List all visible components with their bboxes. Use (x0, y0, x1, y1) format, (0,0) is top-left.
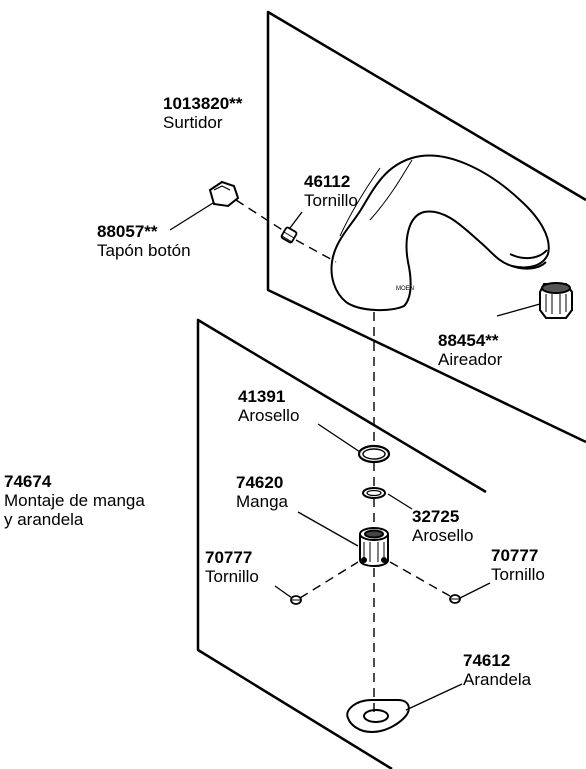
part-name: Tornillo (491, 565, 545, 584)
part-number: 74674 (4, 472, 52, 491)
right-screw-illustration (449, 594, 461, 604)
part-number: 74612 (463, 651, 511, 670)
part-number: 88057** (97, 222, 158, 241)
part-name-line1: Montaje de manga (4, 491, 145, 510)
part-name: Arosello (238, 406, 300, 425)
part-name: Tapón botón (97, 241, 191, 260)
button-cap-illustration (208, 180, 240, 208)
part-name: Arosello (412, 526, 474, 545)
label-left-screw: 70777 Tornillo (205, 548, 259, 586)
small-o-ring-illustration (362, 487, 386, 499)
set-screw-illustration (280, 226, 298, 244)
part-number: 1013820** (163, 94, 243, 113)
label-set-screw: 46112 Tornillo (304, 172, 358, 210)
part-number: 74620 (236, 473, 284, 492)
svg-text:MOEN: MOEN (396, 286, 414, 292)
part-name: Tornillo (304, 191, 358, 210)
part-number: 88454** (438, 331, 499, 350)
part-name: Aireador (438, 350, 503, 369)
upper-deck-plane (266, 10, 586, 444)
label-button-cap: 88057** Tapón botón (97, 222, 191, 260)
sleeve-illustration (359, 527, 389, 567)
part-name: Tornillo (205, 567, 259, 586)
label-spout: 1013820** Surtidor (163, 94, 242, 132)
label-washer: 74612 Arandela (463, 651, 531, 689)
label-small-o-ring: 32725 Arosello (412, 507, 473, 545)
spout-illustration: MOEN (330, 154, 550, 312)
lower-deck-plane (196, 318, 487, 769)
part-number: 70777 (205, 548, 253, 567)
assembly-guide-lines (235, 199, 451, 712)
aerator-illustration (539, 282, 573, 319)
label-large-o-ring: 41391 Arosello (238, 387, 299, 425)
part-number: 70777 (491, 546, 539, 565)
part-number: 32725 (412, 507, 460, 526)
label-sleeve: 74620 Manga (236, 473, 288, 511)
label-right-screw: 70777 Tornillo (491, 546, 545, 584)
label-aerator: 88454** Aireador (438, 331, 502, 369)
part-name-line2: y arandela (4, 510, 84, 529)
leader-lines (169, 202, 541, 711)
large-o-ring-illustration (357, 444, 391, 464)
part-name: Arandela (463, 670, 532, 689)
part-name: Manga (236, 492, 288, 511)
part-number: 46112 (304, 172, 351, 191)
washer-illustration (346, 699, 410, 734)
part-number: 41391 (238, 387, 286, 406)
part-name: Surtidor (163, 113, 223, 132)
left-screw-illustration (290, 595, 302, 605)
label-sleeve-washer-assembly: 74674 Montaje de manga y arandela (4, 472, 145, 529)
